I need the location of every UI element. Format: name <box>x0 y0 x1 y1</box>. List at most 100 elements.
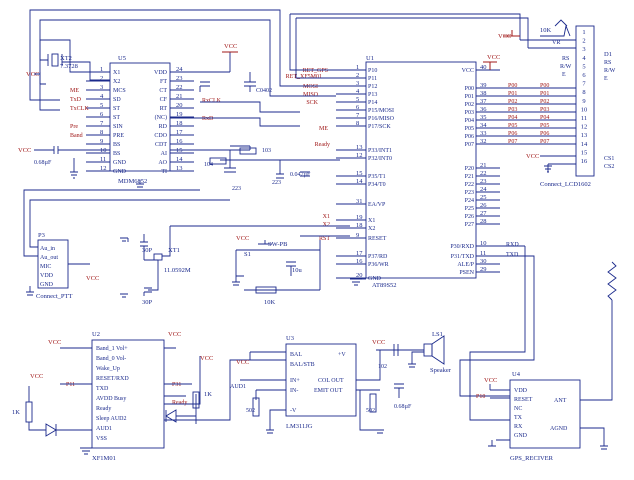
reset-ref: S1 <box>244 251 251 258</box>
mcu-pin-name: P34/T0 <box>368 182 386 188</box>
lcd-pin-number: 8 <box>582 89 585 96</box>
modem-pin-name: BS <box>113 151 120 157</box>
xt2-freq: 7.3728 <box>60 63 78 70</box>
modem-pin-name: RD <box>159 124 168 130</box>
voice-pin-name: Ready <box>96 406 111 412</box>
modem-pin-num: 18 <box>176 120 183 127</box>
modem-pin-num: 17 <box>176 129 183 136</box>
modem-net-rxclk: RxCLK <box>202 98 222 104</box>
mcu-pin-name: P16/MISO <box>368 116 395 122</box>
mcu-pin-name: P25 <box>465 206 474 212</box>
lcd-pin-number: 2 <box>582 38 585 45</box>
ptt-pin-vdd: VDD <box>40 273 54 279</box>
gps-part: GPS_RECIVER <box>510 455 554 462</box>
ptt-connector: P3 Connect_PTT Au_in Au_out MIC VDD GND … <box>23 189 230 300</box>
amp-net-aud1: AUD1 <box>230 384 246 390</box>
mcu-pin-name: P23 <box>465 190 474 196</box>
modem-pin-name: X2 <box>113 79 120 85</box>
mcu-ref: U1 <box>366 55 374 62</box>
mcu-pin-name: EA/VP <box>368 202 386 208</box>
vcc-label-ptt: VCC <box>86 275 99 282</box>
mcu-pin-num: 10 <box>480 240 487 247</box>
modem-pin-num: 8 <box>100 129 103 136</box>
mcu-pin-name: P33/INT1 <box>368 148 392 154</box>
amp-pin-bal: BAL <box>290 352 302 358</box>
lcd-pin-number: 5 <box>582 63 585 70</box>
lcd-data-net-a: P02 <box>508 99 517 105</box>
ptt-pin-gnd: GND <box>40 282 54 288</box>
mcu-pin-num: 26 <box>480 202 487 209</box>
mcu-at89s52: U1 AT89S52 P101P112P123P134P145P15/MOSI6… <box>286 54 535 421</box>
mcu-pin-name: P32/INT0 <box>368 156 392 162</box>
mcu-pin-num: 2 <box>356 72 359 79</box>
lcd-data-net-b: P06 <box>540 131 549 137</box>
mcu-pin-num: 11 <box>480 250 486 257</box>
mcu-pin-name: P30/RXD <box>450 244 474 250</box>
xt1-cap-a: 30P <box>142 247 153 254</box>
modem-pin-name: CDT <box>155 142 167 148</box>
modem-pin-num: 21 <box>176 93 183 100</box>
mcu-pin-name: GND <box>368 276 382 282</box>
modem-pin-name: BS <box>113 142 120 148</box>
voice-pins: Band_1 Vol+Band_0 Vol-Wake_UpRESET/RXDTX… <box>96 346 129 442</box>
voice-pin-name: Sleep AUD2 <box>96 416 127 422</box>
amp-cap-068: 0.68µF <box>394 404 412 410</box>
lcd-pin-number: 1 <box>582 29 585 36</box>
mcu-net-label: Ready <box>315 142 330 148</box>
lcd-data-net-b: P05 <box>540 123 549 129</box>
voice-pin-name: AVDD Busy <box>96 396 126 402</box>
lcd-data-net-a: P07 <box>508 139 517 145</box>
modem-pin-num: 3 <box>100 84 103 91</box>
modem-pin-num: 24 <box>176 66 183 73</box>
mcu-net-label: MISO <box>303 92 319 98</box>
mcu-net-label: ME <box>319 126 328 132</box>
mcu-pin-num: 37 <box>480 98 487 105</box>
lcd-data-net-a: P06 <box>508 131 517 137</box>
mcu-pin-num: 6 <box>356 104 360 111</box>
amp-pin-negv: -V <box>290 408 297 414</box>
mcu-pin-num: 35 <box>480 114 487 121</box>
mcu-pin-num: 18 <box>356 222 363 229</box>
lcd-pin-number: 9 <box>582 98 585 105</box>
lcd-ref: D1 <box>604 51 612 58</box>
mcu-pin-num: 40 <box>480 64 487 71</box>
voice-net-ready: Ready <box>172 400 187 406</box>
mcu-net-label: RET_XF5M01 <box>286 74 322 80</box>
modem-pin-num: 12 <box>100 165 107 172</box>
vcc-label-xt2: VCC <box>26 71 39 78</box>
gps-pin-agnd: AGND <box>550 426 568 432</box>
mcu-pin-name: X2 <box>368 226 375 232</box>
mcu-pin-name: P11 <box>368 76 377 82</box>
modem-pin-name: RT <box>160 106 168 112</box>
modem-net-me: ME <box>70 88 79 94</box>
modem-pin-name: SD <box>113 97 121 103</box>
lcd-pin-number: 15 <box>581 149 588 156</box>
modem-pin-name: CF <box>160 97 168 103</box>
lcd-net-vr: VR <box>552 40 560 46</box>
modem-pin-name: TI <box>161 169 167 175</box>
modem-net-txd: TxD <box>70 97 82 103</box>
mcu-pin-num: 23 <box>480 178 487 185</box>
mcu-pin-num: 30 <box>480 258 487 265</box>
mcu-pin-name: P22 <box>465 182 474 188</box>
modem-mdm6852: U5 MDM6852 X11X22MCS3SD4ST5ST6SIN7PRE8BS… <box>29 9 336 185</box>
mcu-pin-name: P21 <box>465 174 474 180</box>
lcd-connector: D1 Connect_LCD1602 123456789101112131415… <box>290 13 616 188</box>
gps-pin-tx: TX <box>514 415 523 421</box>
voice-part: XF1M01 <box>92 455 116 462</box>
gps-pin-nc: NC <box>514 406 522 412</box>
modem-pin-num: 6 <box>100 111 104 118</box>
mcu-pin-name: P02 <box>465 102 474 108</box>
mcu-pin-name: P03 <box>465 110 474 116</box>
modem-pin-num: 4 <box>100 93 104 100</box>
speaker-part: Speaker <box>430 367 452 374</box>
gps-ref: U4 <box>512 371 521 378</box>
mcu-pin-name: P06 <box>465 134 474 140</box>
voice-pin-name: Wake_Up <box>96 366 120 372</box>
res-103: 103 <box>262 148 271 154</box>
voice-xf1m01: U2 XF1M01 Band_1 Vol+Band_0 Vol-Wake_UpR… <box>12 331 250 462</box>
vcc-label-reset: VCC <box>236 235 249 242</box>
modem-pin-name: GND <box>113 169 127 175</box>
crystal-xt2: XT2 7.3728 VCC <box>26 39 110 85</box>
